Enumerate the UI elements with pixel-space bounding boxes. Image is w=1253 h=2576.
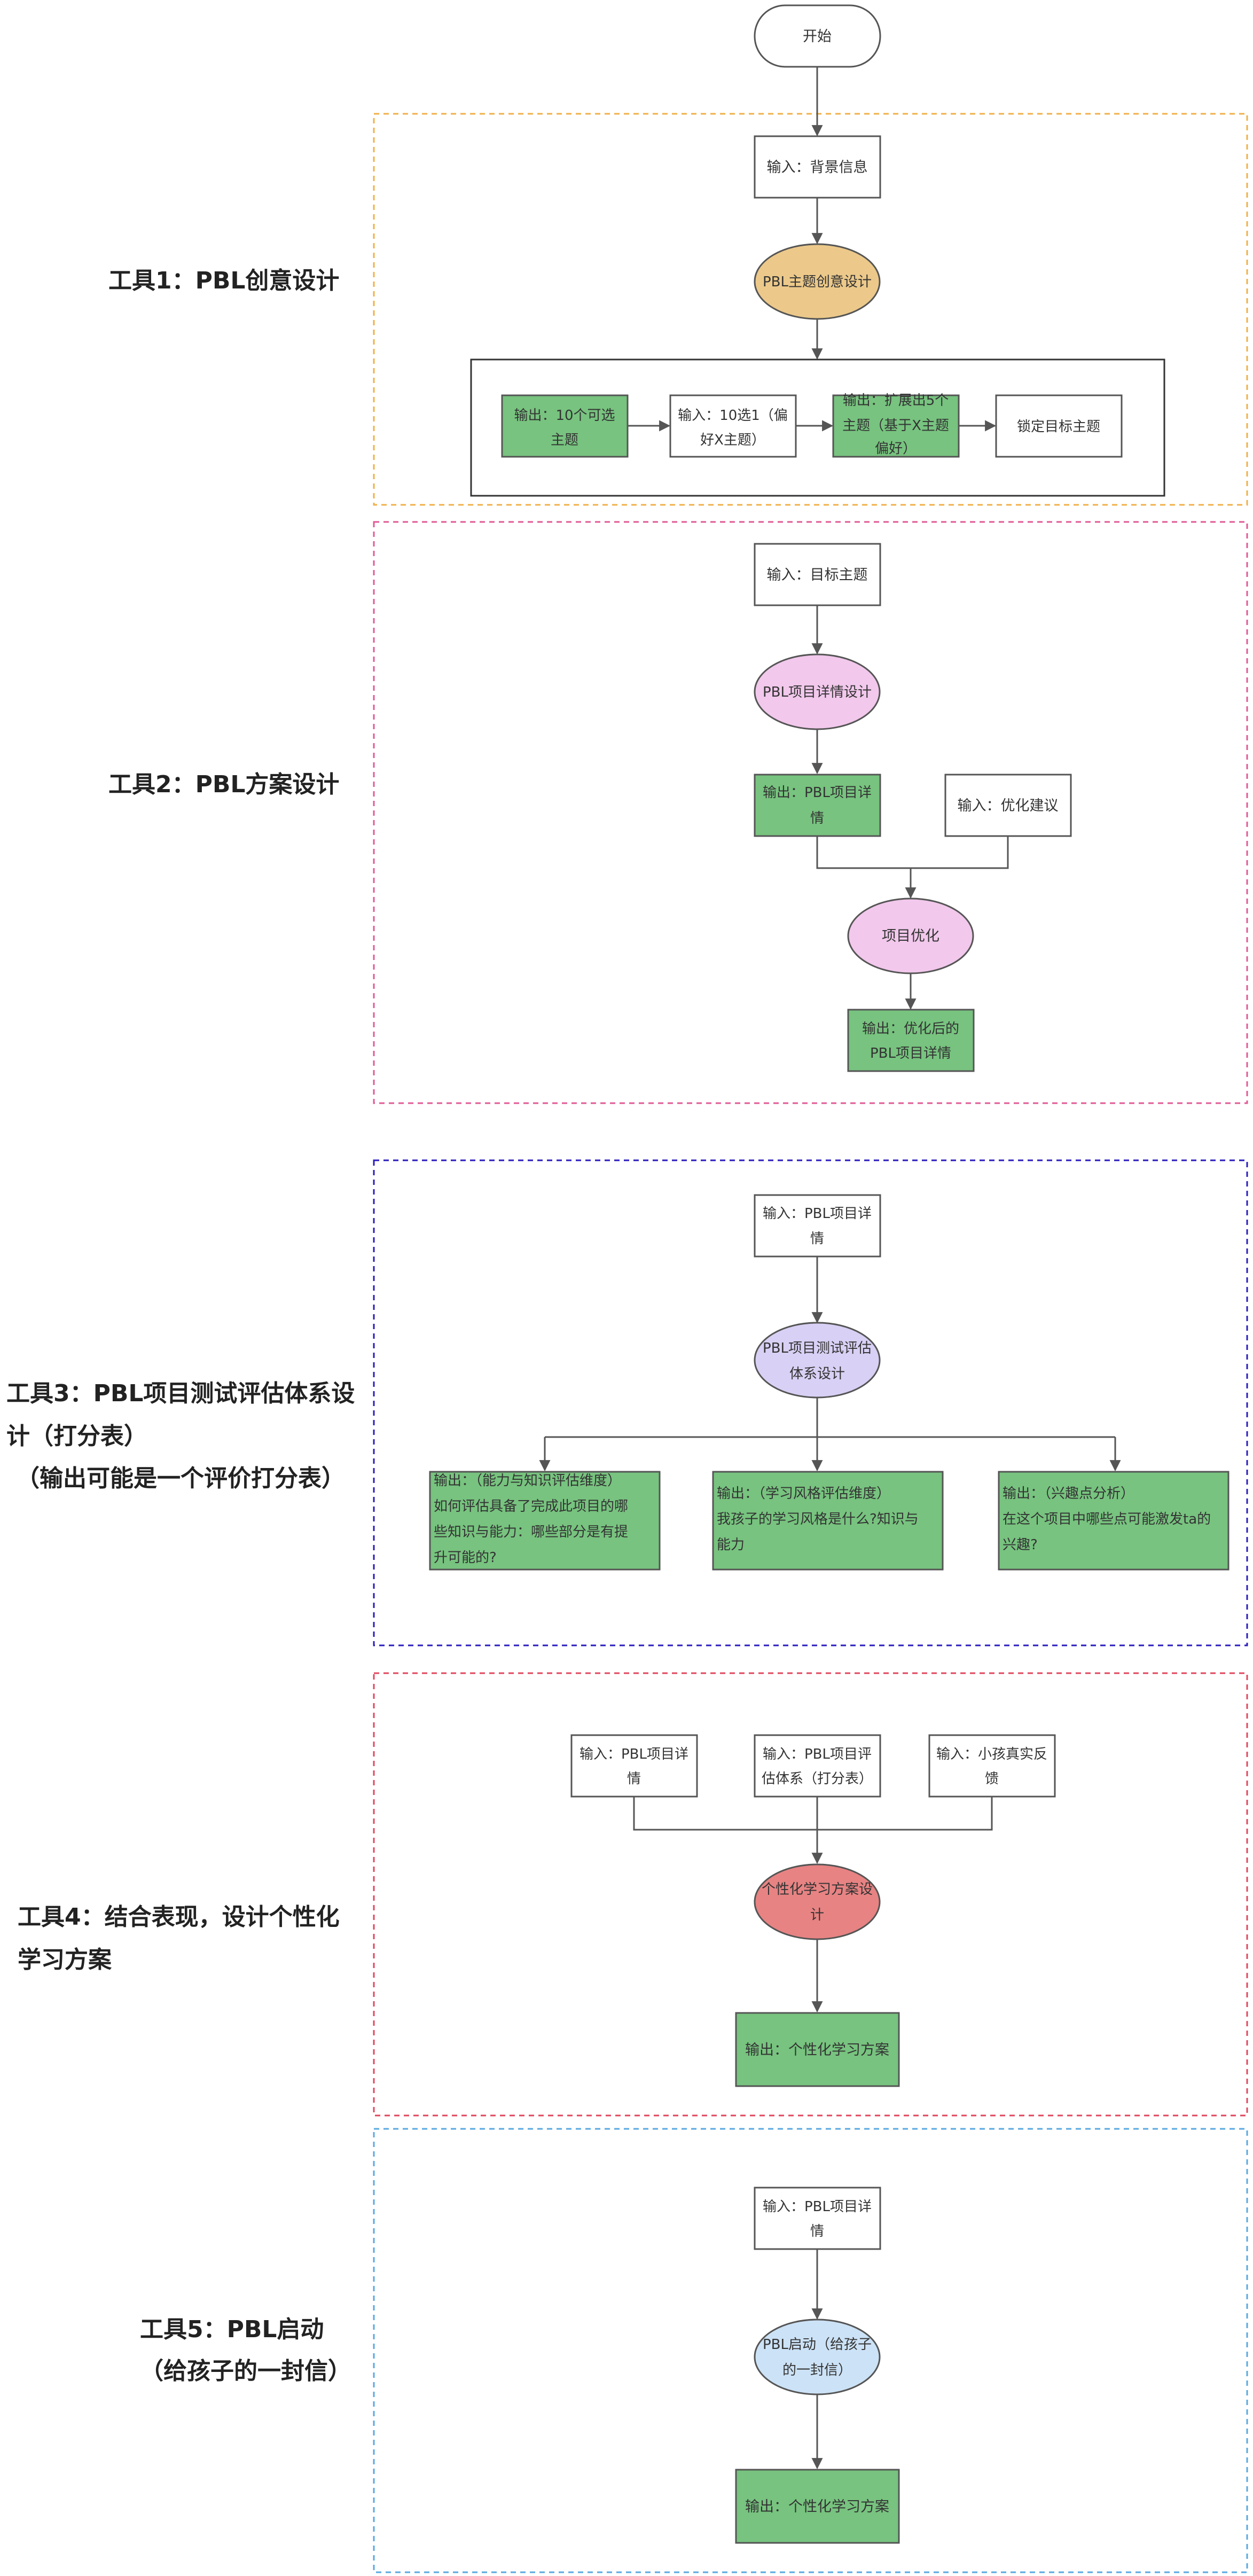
tool3-process-line2: 体系设计 — [789, 1366, 845, 1382]
tool2-input2-text: 输入：优化建议 — [958, 798, 1059, 814]
tool1-process-text: PBL主题创意设计 — [763, 274, 872, 290]
tool2-frame — [373, 521, 1248, 1104]
tool4-process-line1: 个性化学习方案设 — [762, 1882, 873, 1898]
connector-t4-merge — [633, 1797, 993, 1831]
tool3-out-c-line1: 输出：（兴趣点分析） — [1003, 1486, 1134, 1502]
tool4-process-ellipse — [754, 1863, 881, 1940]
tool1-lock-text: 锁定目标主题 — [1017, 419, 1100, 435]
tool2-output-line1: 输出：PBL项目详 — [763, 785, 872, 801]
tool2-output-line2: 情 — [810, 810, 824, 826]
tool5-frame — [373, 2128, 1248, 2573]
tool2-input2-box — [944, 774, 1072, 837]
tool3-out-c-line2: 在这个项目中哪些点可能激发ta的 — [1003, 1511, 1211, 1527]
tool4-in-c-box — [928, 1734, 1056, 1798]
tool4-in-a-line2: 情 — [627, 1771, 641, 1787]
tool5-output-box — [735, 2469, 900, 2544]
tool3-process-line1: PBL项目测试评估 — [763, 1340, 872, 1356]
tool3-out-a-line3: 些知识与能力：哪些部分是有提 — [434, 1524, 628, 1540]
tool5-process-line2: 的一封信） — [782, 2362, 852, 2378]
tool4-in-c-line2: 馈 — [985, 1771, 999, 1787]
tool5-input-line2: 情 — [810, 2223, 824, 2239]
tool1-out1-line1: 输出：10个可选 — [514, 408, 615, 424]
tool3-frame — [373, 1159, 1248, 1646]
tool1-out1-line2: 主题 — [551, 432, 578, 448]
tool3-input-box — [754, 1194, 881, 1258]
tool3-out-a-line2: 如何评估具备了完成此项目的哪 — [434, 1498, 628, 1515]
tool1-frame — [373, 113, 1248, 506]
tool1-in2-line2: 好X主题） — [700, 432, 765, 448]
tool2-input-box — [754, 543, 881, 606]
tool3-process-ellipse — [754, 1322, 881, 1399]
start-text: 开始 — [803, 28, 832, 45]
tool5-input-line1: 输入：PBL项目详 — [763, 2199, 872, 2215]
tool4-in-a-line1: 输入：PBL项目详 — [579, 1746, 688, 1762]
tool2-optimize-text: 项目优化 — [882, 928, 939, 944]
tool5-label-line1: 工具5：PBL启动 — [140, 2316, 324, 2343]
tool4-label-line1: 工具4：结合表现，设计个性化 — [18, 1903, 340, 1931]
tool4-process-line2: 计 — [810, 1907, 824, 1923]
tool4-in-a-box — [570, 1734, 698, 1798]
tool4-in-b-box — [754, 1734, 881, 1798]
tool2-output2-line2: PBL项目详情 — [870, 1045, 951, 1061]
tool3-input-line1: 输入：PBL项目详 — [763, 1206, 872, 1222]
tool4-in-b-line1: 输入：PBL项目评 — [763, 1746, 872, 1762]
tool1-in2-line1: 输入：10选1（偏 — [678, 408, 788, 424]
tool3-out-b-line3: 能力 — [717, 1537, 745, 1553]
tool3-out-b-line1: 输出：（学习风格评估维度） — [717, 1486, 890, 1502]
tool5-process-line1: PBL启动（给孩子 — [763, 2337, 872, 2353]
tool4-in-c-line1: 输入：小孩真实反 — [936, 1746, 1047, 1762]
tool4-frame — [373, 1672, 1248, 2117]
tool1-lock-box — [995, 394, 1123, 458]
tool4-output-text: 输出：个性化学习方案 — [745, 2042, 889, 2058]
tool1-out2-line2: 主题（基于X主题 — [842, 418, 949, 434]
tool4-in-b-line2: 估体系（打分表） — [762, 1771, 873, 1787]
tool5-label-line2: （给孩子的一封信） — [140, 2358, 351, 2385]
tool3-out-c-line3: 兴趣? — [1003, 1537, 1038, 1553]
tool3-label-line3: （输出可能是一个评价打分表） — [16, 1465, 345, 1492]
tool3-out-a-box — [429, 1471, 661, 1571]
tool2-output2-box — [847, 1009, 975, 1072]
tool5-input-box — [754, 2187, 881, 2250]
tool1-out2-line1: 输出：扩展出5个 — [843, 393, 949, 409]
tool3-out-c-box — [998, 1471, 1229, 1571]
tool3-label-line2: 计（打分表） — [6, 1423, 147, 1450]
tool1-input-box — [754, 135, 881, 199]
tool4-label-line2: 学习方案 — [18, 1946, 112, 1973]
tool3-out-b-line2: 我孩子的学习风格是什么?知识与 — [717, 1511, 919, 1527]
tool4-output-box — [735, 2012, 900, 2087]
tool3-out-a-line1: 输出：（能力与知识评估维度） — [434, 1473, 621, 1489]
tool3-out-b-box — [712, 1471, 944, 1571]
tool1-out2-box — [832, 394, 960, 458]
tool1-out2-line3: 偏好） — [875, 441, 917, 457]
tool3-label-line1: 工具3：PBL项目测试评估体系设 — [6, 1380, 355, 1407]
tool5-process-ellipse — [754, 2319, 881, 2395]
tool1-out1-box — [501, 394, 629, 458]
tool1-input-text: 输入：背景信息 — [767, 159, 868, 176]
tool2-output-box — [754, 774, 881, 837]
tool2-label: 工具2：PBL方案设计 — [108, 771, 339, 798]
tool5-output-text: 输出：个性化学习方案 — [745, 2499, 889, 2515]
tool3-input-line2: 情 — [810, 1231, 824, 1247]
tool1-label: 工具1：PBL创意设计 — [108, 267, 339, 294]
connector-t2-merge — [816, 836, 1009, 869]
tool3-out-a-line4: 升可能的? — [434, 1550, 497, 1566]
tool2-input-text: 输入：目标主题 — [767, 567, 868, 583]
tool2-output2-line1: 输出：优化后的 — [862, 1021, 959, 1037]
tool2-process-text: PBL项目详情设计 — [763, 684, 872, 700]
